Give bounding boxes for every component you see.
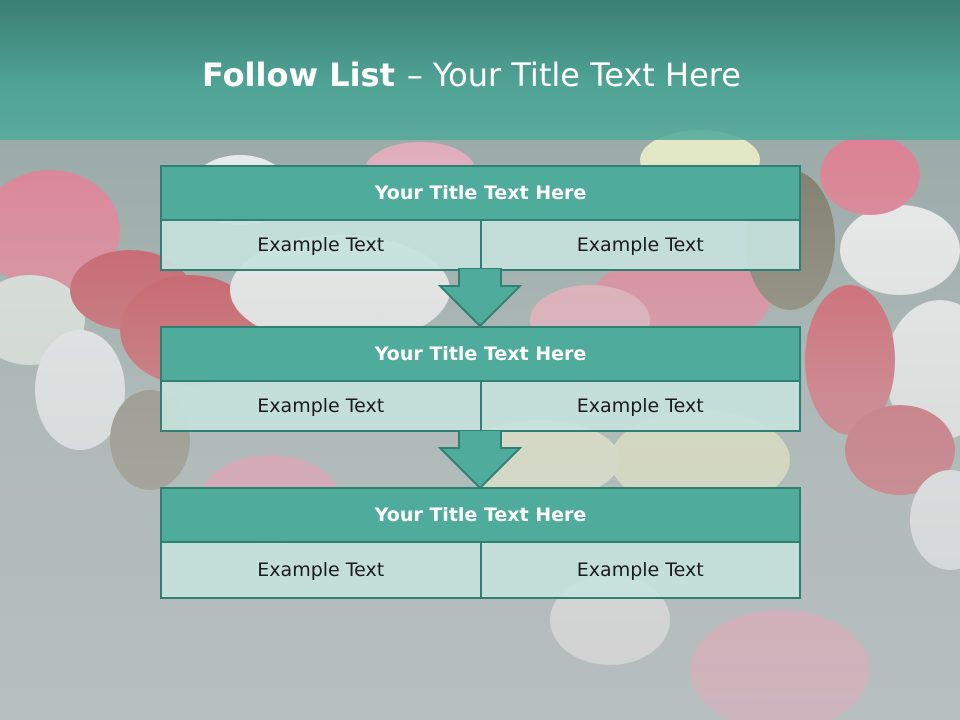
step-cell-right: Example Text bbox=[479, 221, 800, 269]
title-rest: Your Title Text Here bbox=[432, 56, 741, 94]
step-row: Example Text Example Text bbox=[160, 382, 801, 432]
down-arrow-icon bbox=[438, 430, 522, 490]
step-block-2: Your Title Text Here Example Text Exampl… bbox=[160, 326, 801, 432]
title-banner: Follow List–Your Title Text Here bbox=[0, 0, 960, 140]
step-row: Example Text Example Text bbox=[160, 221, 801, 271]
step-title: Your Title Text Here bbox=[160, 326, 801, 382]
step-block-3: Your Title Text Here Example Text Exampl… bbox=[160, 487, 801, 599]
step-cell-left: Example Text bbox=[257, 395, 385, 417]
step-cell-left: Example Text bbox=[257, 559, 385, 581]
step-cell-left: Example Text bbox=[257, 234, 385, 256]
down-arrow-icon bbox=[438, 268, 522, 328]
slide-title: Follow List–Your Title Text Here bbox=[202, 56, 741, 94]
step-title: Your Title Text Here bbox=[160, 487, 801, 543]
step-row: Example Text Example Text bbox=[160, 543, 801, 599]
step-cell-right: Example Text bbox=[479, 382, 800, 430]
title-separator: – bbox=[406, 56, 423, 94]
step-cell-right: Example Text bbox=[479, 543, 800, 597]
step-block-1: Your Title Text Here Example Text Exampl… bbox=[160, 165, 801, 271]
title-bold: Follow List bbox=[202, 56, 395, 94]
step-title: Your Title Text Here bbox=[160, 165, 801, 221]
